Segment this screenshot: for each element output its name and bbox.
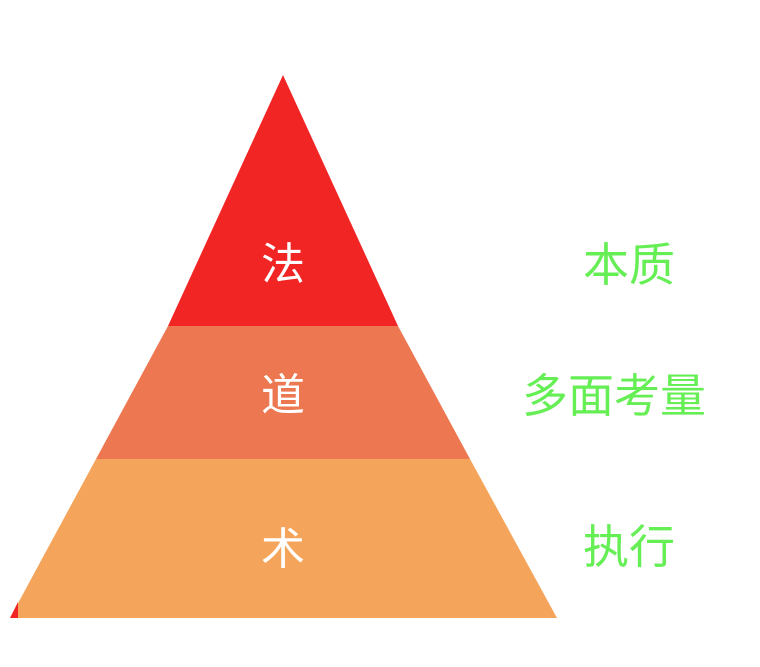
pyramid-tier-3-label: 术 [261, 524, 305, 575]
pyramid-tier-2-label: 道 [261, 370, 305, 421]
pyramid-tier-1-shape[interactable] [168, 75, 398, 326]
corner-marker-icon [10, 602, 18, 618]
pyramid-tier-3-shape[interactable] [10, 459, 557, 618]
pyramid-tier-1-label: 法 [261, 239, 305, 290]
pyramid-tier-2-shape[interactable] [96, 326, 470, 459]
pyramid-tier-2-side-label: 多面考量 [522, 369, 706, 423]
pyramid-tier-3-side-label: 执行 [583, 520, 675, 574]
pyramid-tier-1-side-label: 本质 [583, 238, 675, 292]
